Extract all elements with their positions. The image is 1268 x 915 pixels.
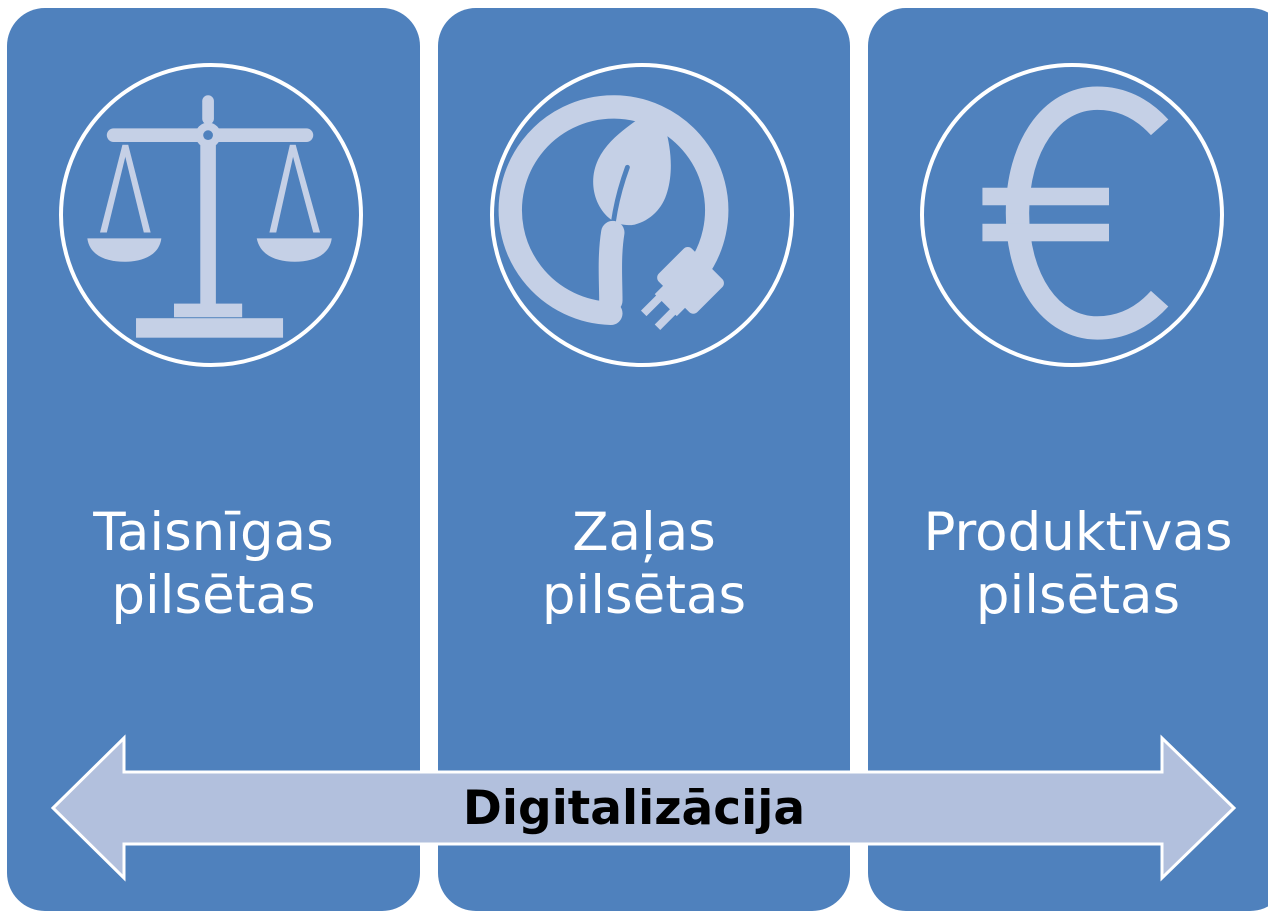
pillar-panel-green-cities: Zaļas pilsētas [438, 8, 850, 911]
pillar-icon-circle [490, 63, 794, 367]
pillar-icon-circle [59, 63, 363, 367]
pillar-caption: Taisnīgas pilsētas [7, 501, 420, 627]
arrow-label: Digitalizācija [462, 781, 806, 836]
pillar-caption-line2: pilsētas [541, 565, 747, 626]
pillar-caption-line1: Produktīvas [923, 502, 1233, 563]
scales-icon [87, 95, 332, 338]
leaf-plug-icon [498, 95, 729, 330]
pillar-caption-line1: Taisnīgas [93, 502, 334, 563]
pillar-panel-productive-cities: Produktīvas pilsētas [868, 8, 1268, 911]
pillar-caption: Zaļas pilsētas [438, 501, 850, 627]
euro-icon [982, 86, 1169, 340]
pillar-caption-line1: Zaļas [572, 502, 716, 563]
pillar-panel-fair-cities: Taisnīgas pilsētas [7, 8, 420, 911]
pillar-caption: Produktīvas pilsētas [868, 501, 1268, 627]
pillar-icon-circle [920, 63, 1224, 367]
pillar-caption-line2: pilsētas [111, 565, 316, 626]
pillar-caption-line2: pilsētas [975, 565, 1181, 626]
